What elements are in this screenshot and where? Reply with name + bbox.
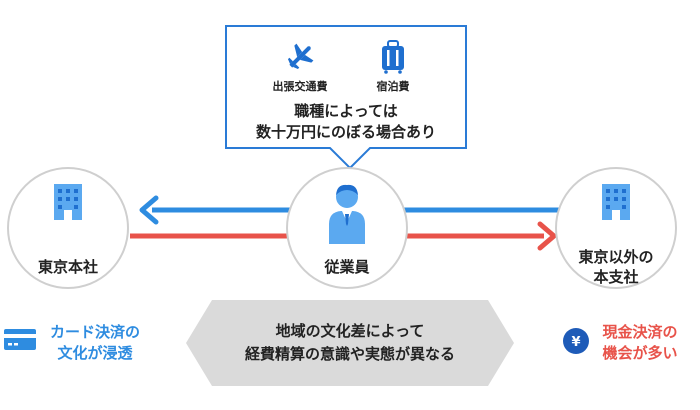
other-offices-label-line1: 東京以外の [578,248,654,266]
employee-label: 従業員 [324,258,370,276]
airplane-icon [287,43,314,70]
office-building-icon [54,184,82,220]
tokyo-hq-circle [7,167,129,289]
other-offices-label-line2: 本支社 [593,268,639,286]
yen-coin-icon: ¥ [563,328,589,354]
cash-chance-text-line2: 機会が多い [602,344,678,362]
travel-cost-label: 出張交通費 [272,80,328,93]
bubble-text-line1: 職種によっては [294,102,398,120]
svg-text:¥: ¥ [571,335,580,350]
office-building-icon [602,184,630,220]
cash-chance-text-line1: 現金決済の [602,323,678,341]
suitcase-icon [382,40,404,74]
tokyo-hq-label: 東京本社 [37,258,98,276]
lodging-cost-label: 宿泊費 [376,80,410,93]
blue-arrow-head [139,195,159,225]
center-text-line2: 経費精算の意識や実態が異なる [244,345,455,363]
speech-bubble [225,25,467,170]
card-culture-text-line2: 文化が浸透 [57,344,133,362]
person-icon [329,184,365,244]
other-offices-circle [555,167,677,289]
center-text-line1: 地域の文化差によって [275,322,425,340]
red-arrow-head [537,221,557,251]
culture-difference-band [186,300,514,386]
card-culture-text-line1: カード決済の [49,323,140,341]
bubble-text-line2: 数十万円にのぼる場合あり [255,123,436,141]
credit-card-icon [4,329,36,350]
